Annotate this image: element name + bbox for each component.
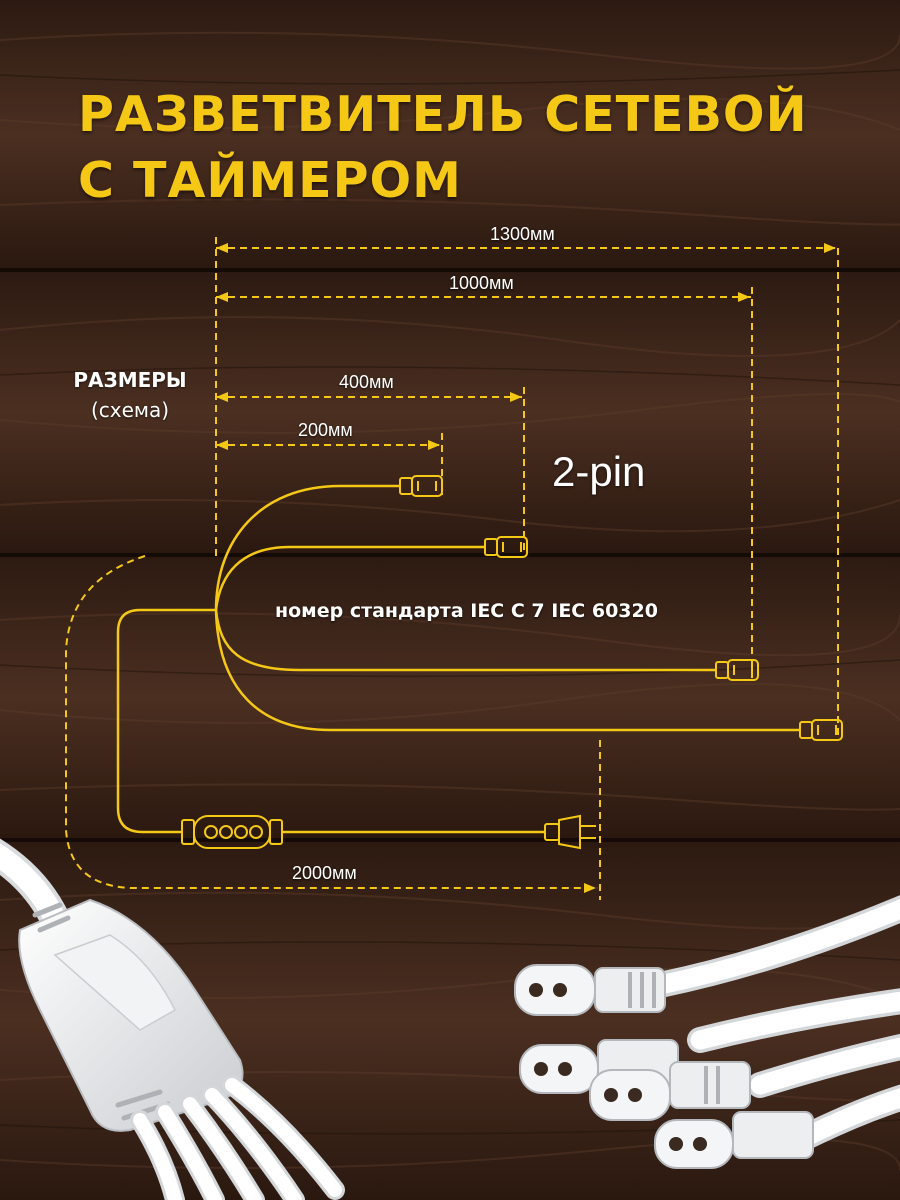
dimension-2000: 2000мм	[292, 863, 357, 883]
dimension-arrows	[216, 243, 836, 893]
title-line-1: РАЗВЕТВИТЕЛЬ СЕТЕВОЙ	[78, 86, 808, 143]
iec-c7-connector-icon	[399, 475, 443, 497]
dimension-200: 200мм	[298, 420, 353, 440]
page-title: РАЗВЕТВИТЕЛЬ СЕТЕВОЙ С ТАЙМЕРОМ	[78, 82, 808, 214]
standard-label: номер стандарта IEC C 7 IEC 60320	[275, 600, 658, 622]
connector-type-label: 2-pin	[552, 448, 646, 495]
splitter-hub-illustration	[0, 838, 345, 1200]
dimensions-subheading: (схема)	[90, 398, 170, 422]
dimension-1300: 1300мм	[490, 224, 555, 244]
iec-plugs-illustration	[514, 895, 900, 1169]
dimension-1000: 1000мм	[449, 273, 514, 293]
iec-c7-connector-icon	[715, 659, 759, 681]
title-line-2: С ТАЙМЕРОМ	[78, 152, 462, 209]
dimensions-heading: РАЗМЕРЫ	[73, 368, 187, 392]
power-plug-icon	[544, 814, 596, 850]
iec-c7-connector-icon	[799, 719, 843, 741]
timer-controller-icon	[181, 815, 283, 849]
iec-c7-connector-icon	[484, 536, 528, 558]
dimension-400: 400мм	[339, 372, 394, 392]
dimensions-section-label: РАЗМЕРЫ (схема)	[40, 365, 220, 425]
cable-schematic	[116, 484, 800, 834]
